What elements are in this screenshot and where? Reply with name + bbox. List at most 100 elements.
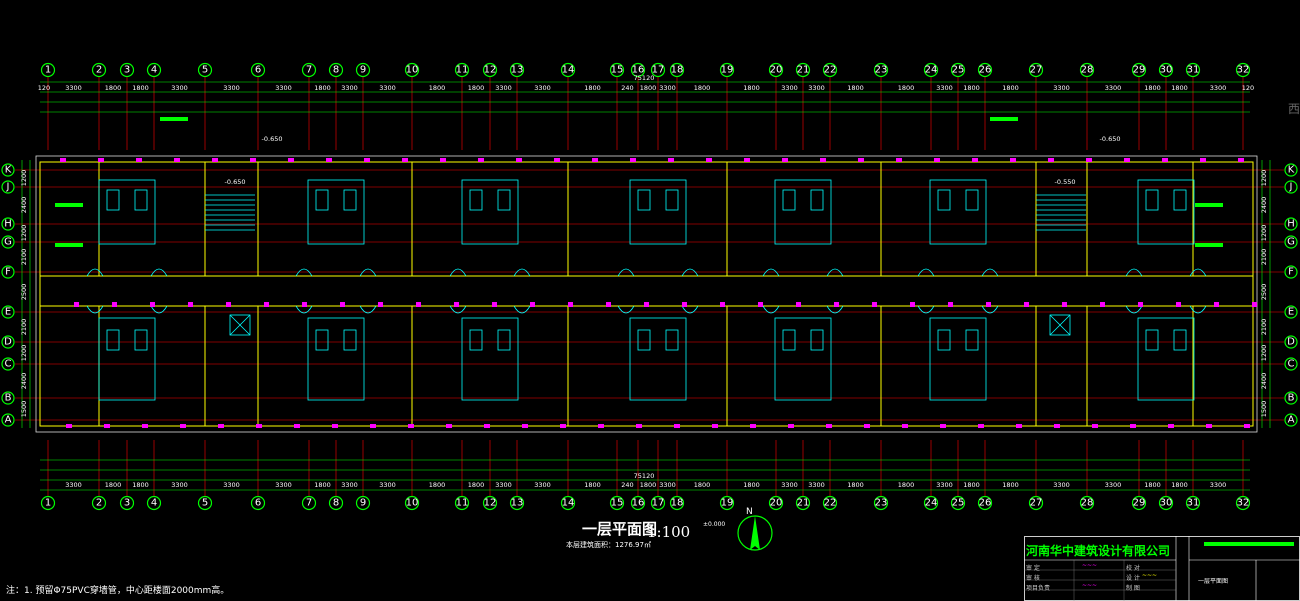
dim-top-bay: 3300 bbox=[379, 84, 396, 92]
marker bbox=[340, 302, 345, 307]
dim-top-bay: 1800 bbox=[1144, 84, 1161, 92]
dim-bottom-bay: 3300 bbox=[1053, 481, 1070, 489]
axis-bubble-bottom-21 bbox=[795, 495, 811, 511]
dim-bottom-bay: 3300 bbox=[534, 481, 551, 489]
dim-top-bay: 3300 bbox=[781, 84, 798, 92]
axis-grid-lines bbox=[15, 77, 1284, 496]
axis-bubble-bottom-1 bbox=[40, 495, 56, 511]
dim-top-bay: 3300 bbox=[341, 84, 358, 92]
door-swing bbox=[1189, 268, 1207, 277]
axis-label-top-8: 8 bbox=[333, 65, 339, 76]
marker bbox=[136, 158, 142, 162]
axis-bubble-bottom-10 bbox=[404, 495, 420, 511]
axis-bubble-bottom-9 bbox=[355, 495, 371, 511]
marker bbox=[516, 158, 522, 162]
door-swing bbox=[449, 268, 467, 277]
axis-bubble-bottom-26 bbox=[977, 495, 993, 511]
marker bbox=[834, 302, 839, 307]
dim-top-bay: 3300 bbox=[659, 84, 676, 92]
dim-bottom-bay: 1800 bbox=[1171, 481, 1188, 489]
door-swing bbox=[762, 268, 780, 277]
axis-label-right-E: E bbox=[1288, 307, 1294, 318]
title-block-mark: ~~~ bbox=[1142, 572, 1157, 579]
marker bbox=[302, 302, 307, 307]
marker bbox=[940, 424, 946, 428]
marker bbox=[606, 302, 611, 307]
axis-bubble-top-15 bbox=[609, 62, 625, 78]
axis-bubble-top-11 bbox=[454, 62, 470, 78]
marker bbox=[902, 424, 908, 428]
axis-bubble-bottom-19 bbox=[719, 495, 735, 511]
axis-label-left-B: B bbox=[5, 393, 12, 404]
dim-top-bay: 1800 bbox=[847, 84, 864, 92]
tb-row-4: 校 对 bbox=[1126, 565, 1140, 572]
axis-bubble-left-C bbox=[1, 357, 15, 371]
label-plate bbox=[1195, 203, 1223, 207]
marker bbox=[744, 158, 750, 162]
dim-top-bay: 3300 bbox=[1053, 84, 1070, 92]
door-swing bbox=[917, 268, 935, 277]
door-swing bbox=[917, 305, 935, 314]
marker bbox=[408, 424, 414, 428]
marker bbox=[1048, 158, 1054, 162]
dim-top-bay: 1800 bbox=[898, 84, 915, 92]
axis-bubble-top-10 bbox=[404, 62, 420, 78]
axis-label-top-3: 3 bbox=[124, 65, 130, 76]
marker bbox=[858, 158, 864, 162]
axis-label-bottom-24: 24 bbox=[925, 498, 938, 509]
axis-label-bottom-3: 3 bbox=[124, 498, 130, 509]
door-swing bbox=[617, 305, 635, 314]
axis-label-bottom-22: 22 bbox=[824, 498, 837, 509]
fixture bbox=[469, 329, 483, 351]
fixture bbox=[134, 329, 148, 351]
marker bbox=[256, 424, 262, 428]
marker bbox=[150, 302, 155, 307]
axis-label-bottom-11: 11 bbox=[456, 498, 469, 509]
axis-bubble-top-13 bbox=[509, 62, 525, 78]
sheet-name: 一层平面图 bbox=[1198, 578, 1229, 585]
axis-label-left-E: E bbox=[5, 307, 11, 318]
marker bbox=[592, 158, 598, 162]
dim-top-bay: 3300 bbox=[65, 84, 82, 92]
dim-top-bay: 3300 bbox=[275, 84, 292, 92]
dim-bottom-bay: 1800 bbox=[898, 481, 915, 489]
axis-bubble-bottom-11 bbox=[454, 495, 470, 511]
axis-label-bottom-20: 20 bbox=[770, 498, 783, 509]
axis-label-top-29: 29 bbox=[1133, 65, 1146, 76]
title-block: ~~~ ~~~ ~~~ 河南华中建筑设计有限公司 审 定 审 核 项目负责 校 … bbox=[1024, 536, 1300, 601]
axis-label-right-H: H bbox=[1287, 219, 1295, 230]
axis-label-top-10: 10 bbox=[406, 65, 419, 76]
axis-bubble-top-31 bbox=[1185, 62, 1201, 78]
axis-label-top-19: 19 bbox=[721, 65, 734, 76]
dim-side-left: 2400 bbox=[20, 197, 28, 214]
dim-bottom-bay: 3300 bbox=[275, 481, 292, 489]
axis-label-bottom-32: 32 bbox=[1237, 498, 1250, 509]
shaft bbox=[229, 314, 251, 336]
fixture bbox=[106, 189, 120, 211]
door-swing bbox=[1125, 268, 1143, 277]
axis-label-bottom-29: 29 bbox=[1133, 498, 1146, 509]
axis-bubble-right-K bbox=[1284, 163, 1298, 177]
axis-bubble-top-23 bbox=[873, 62, 889, 78]
dim-top-bay: 1800 bbox=[132, 84, 149, 92]
bathroom-block bbox=[461, 179, 519, 245]
axis-label-top-9: 9 bbox=[360, 65, 366, 76]
marker bbox=[568, 302, 573, 307]
axis-bubble-top-27 bbox=[1028, 62, 1044, 78]
marker bbox=[1024, 302, 1029, 307]
marker bbox=[454, 302, 459, 307]
marker bbox=[416, 302, 421, 307]
fixture bbox=[497, 329, 511, 351]
axis-label-right-D: D bbox=[1287, 337, 1295, 348]
axis-bubble-left-J bbox=[1, 180, 15, 194]
marker bbox=[796, 302, 801, 307]
dim-side-left: 1500 bbox=[20, 401, 28, 418]
axis-label-top-26: 26 bbox=[979, 65, 992, 76]
door-swing bbox=[295, 305, 313, 314]
marker bbox=[484, 424, 490, 428]
fixture bbox=[1145, 329, 1159, 351]
door-swing bbox=[981, 268, 999, 277]
fixture bbox=[782, 189, 796, 211]
